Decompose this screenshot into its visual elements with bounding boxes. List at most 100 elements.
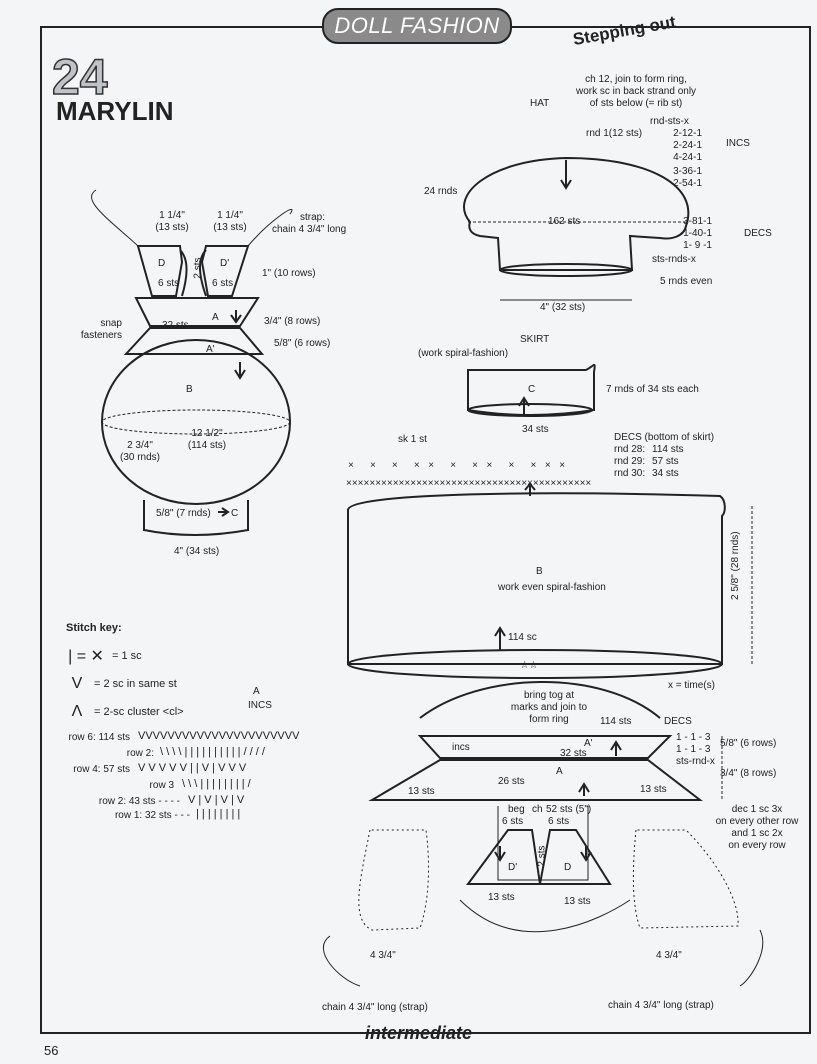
hat-inc-4: 3-36-1 (673, 166, 702, 177)
cup-d-label: D (158, 258, 166, 269)
bc-26-sts: 26 sts (498, 776, 525, 787)
hat-rnd-sts-x: rnd-sts-x (650, 116, 689, 127)
rows-58: 5/8" (6 rows) (274, 338, 331, 349)
bc-six-right: 6 sts (548, 816, 570, 827)
bc-dec-row-2: 1 - 1 - 3 (676, 744, 711, 755)
strap-note-1: strap: (300, 212, 326, 223)
six-sts-left: 6 sts (158, 278, 180, 289)
hat-note-3: of sts below (= rib st) (589, 98, 683, 109)
skirt-b-equator (101, 409, 291, 435)
hem-c-label: C (231, 508, 239, 519)
skirt-dec-sts-29: 57 sts (652, 456, 679, 467)
strap-note-2: chain 4 3/4" long (272, 224, 347, 235)
bc-d-prime: D' (508, 862, 518, 873)
inc-label: = 2 sc in same st (94, 678, 177, 690)
hat-dec-3: 1- 9 -1 (683, 240, 712, 251)
skirt-height-1: 2 3/4" (127, 440, 153, 451)
skirt-dec-rnd-30: rnd 30: (614, 468, 646, 479)
skirt-c-figure (467, 364, 596, 417)
incs-row-4-marks: V V V V V | | V | V V V (138, 762, 247, 774)
skirt-x-row-bottom: ××××××××××××××××××××××××××××××××××××××××… (346, 478, 592, 489)
bc-dec-note-4: on every row (728, 840, 786, 851)
incs-row-3-marks: \ \ \ | | | | | | | | / (182, 778, 251, 790)
hat-rnd-1: rnd 1(12 sts) (586, 128, 643, 139)
bring-3: form ring (529, 714, 569, 725)
bc-strap-len-left: 4 3/4" (370, 950, 396, 961)
cup-d-prime-label: D' (220, 258, 230, 269)
hat-sts-162: 162 sts (548, 216, 581, 227)
bc-strap-right: chain 4 3/4" long (strap) (608, 1000, 714, 1011)
sk-1-st: sk 1 st (398, 434, 427, 445)
sts-32-label: 32 sts (162, 320, 189, 331)
stitch-key-row: | = ✕ = 1 sc (66, 642, 184, 670)
sc-label: = 1 sc (112, 650, 142, 662)
cluster-label: = 2-sc cluster <cl> (94, 706, 184, 718)
skirt-c-sts: 34 sts (522, 424, 549, 435)
hat-incs-label: INCS (726, 138, 750, 149)
star-marks: ☆☆ (520, 660, 538, 671)
bc-strap-len-right: 4 3/4" (656, 950, 682, 961)
hat-decs-label: DECS (744, 228, 772, 239)
bc-52-sts: 52 sts (5") (546, 804, 592, 815)
skirt-b (101, 339, 291, 505)
bc-a-prime: A' (584, 738, 593, 749)
skirt-even: work even spiral-fashion (498, 582, 606, 593)
skirt-x-row-top: × × × × × × × × × × × × (348, 460, 567, 471)
hat-dec-2: 1-40-1 (683, 228, 712, 239)
hem-c (143, 500, 249, 536)
incs-row-6: row 6: 114 sts (68, 732, 130, 743)
inc-symbol: V (71, 675, 83, 692)
incs-row-2: row 2: 43 sts - - - - (98, 796, 180, 807)
incs-row-2-marks: V | V | V | V (188, 794, 245, 806)
hat-figure (463, 156, 690, 301)
stitch-key-title: Stitch key: (66, 622, 122, 634)
bc-decs: DECS (664, 716, 692, 727)
band-a-prime-label: A' (206, 344, 215, 355)
hat-even: 5 rnds even (660, 276, 713, 287)
bc-strap-left: chain 4 3/4" long (strap) (322, 1002, 428, 1013)
hat-inc-1: 2-12-1 (673, 128, 702, 139)
skirt-114-sc: 114 sc (508, 632, 537, 643)
skirt-b-label: B (536, 566, 543, 577)
incs-chart-title: INCS (248, 700, 272, 711)
skirt-b-figure (347, 482, 753, 679)
skirt-title: SKIRT (520, 334, 550, 345)
bc-13-sts-right: 13 sts (640, 784, 667, 795)
bc-ch: ch (532, 804, 543, 815)
skirt-dec-rnd-28: rnd 28: (614, 444, 646, 455)
skirt-spiral: (work spiral-fashion) (418, 348, 509, 359)
chart-cup-d-prime (466, 829, 542, 885)
pattern-number: 24 (51, 48, 108, 106)
skirt-dec-sts-30: 34 sts (652, 468, 679, 479)
top-right-width: 1 1/4" (217, 210, 243, 221)
rows-34: 3/4" (8 rows) (264, 316, 321, 327)
incs-row-1: row 1: 32 sts - - - (114, 810, 190, 821)
page-number: 56 (44, 1043, 59, 1058)
bc-incs: incs (452, 742, 470, 753)
rows-1in: 1" (10 rows) (262, 268, 316, 279)
dress-figure (91, 189, 293, 536)
incs-row-1-marks: | | | | | | | | (196, 808, 241, 820)
bring-1: bring tog at (523, 690, 575, 701)
bc-114-sts: 114 sts (600, 716, 632, 727)
bring-2: marks and join to (510, 702, 588, 713)
hat-inc-3: 4-24-1 (673, 152, 702, 163)
bc-rows-58: 5/8" (6 rows) (720, 738, 777, 749)
chart-cup-d (538, 829, 612, 885)
cup-center (179, 249, 207, 297)
section-banner: DOLL FASHION (322, 8, 512, 44)
hat-note-1: ch 12, join to form ring, (585, 74, 687, 85)
bodice-chart-figure (368, 681, 723, 933)
bc-dec-note-3: and 1 sc 2x (731, 828, 783, 839)
hat-note-2: work sc in back strand only (576, 86, 697, 97)
band-a-label: A (212, 312, 219, 323)
top-left-sts: (13 sts) (155, 222, 189, 233)
skirt-c-label: C (528, 384, 536, 395)
bc-dec-row-1: 1 - 1 - 3 (676, 732, 711, 743)
cup-d (136, 245, 184, 297)
hat-rnds-24: 24 rnds (424, 186, 458, 197)
bc-dec-note-2: on every other row (715, 816, 799, 827)
sc-symbol: | = ✕ (68, 648, 104, 665)
